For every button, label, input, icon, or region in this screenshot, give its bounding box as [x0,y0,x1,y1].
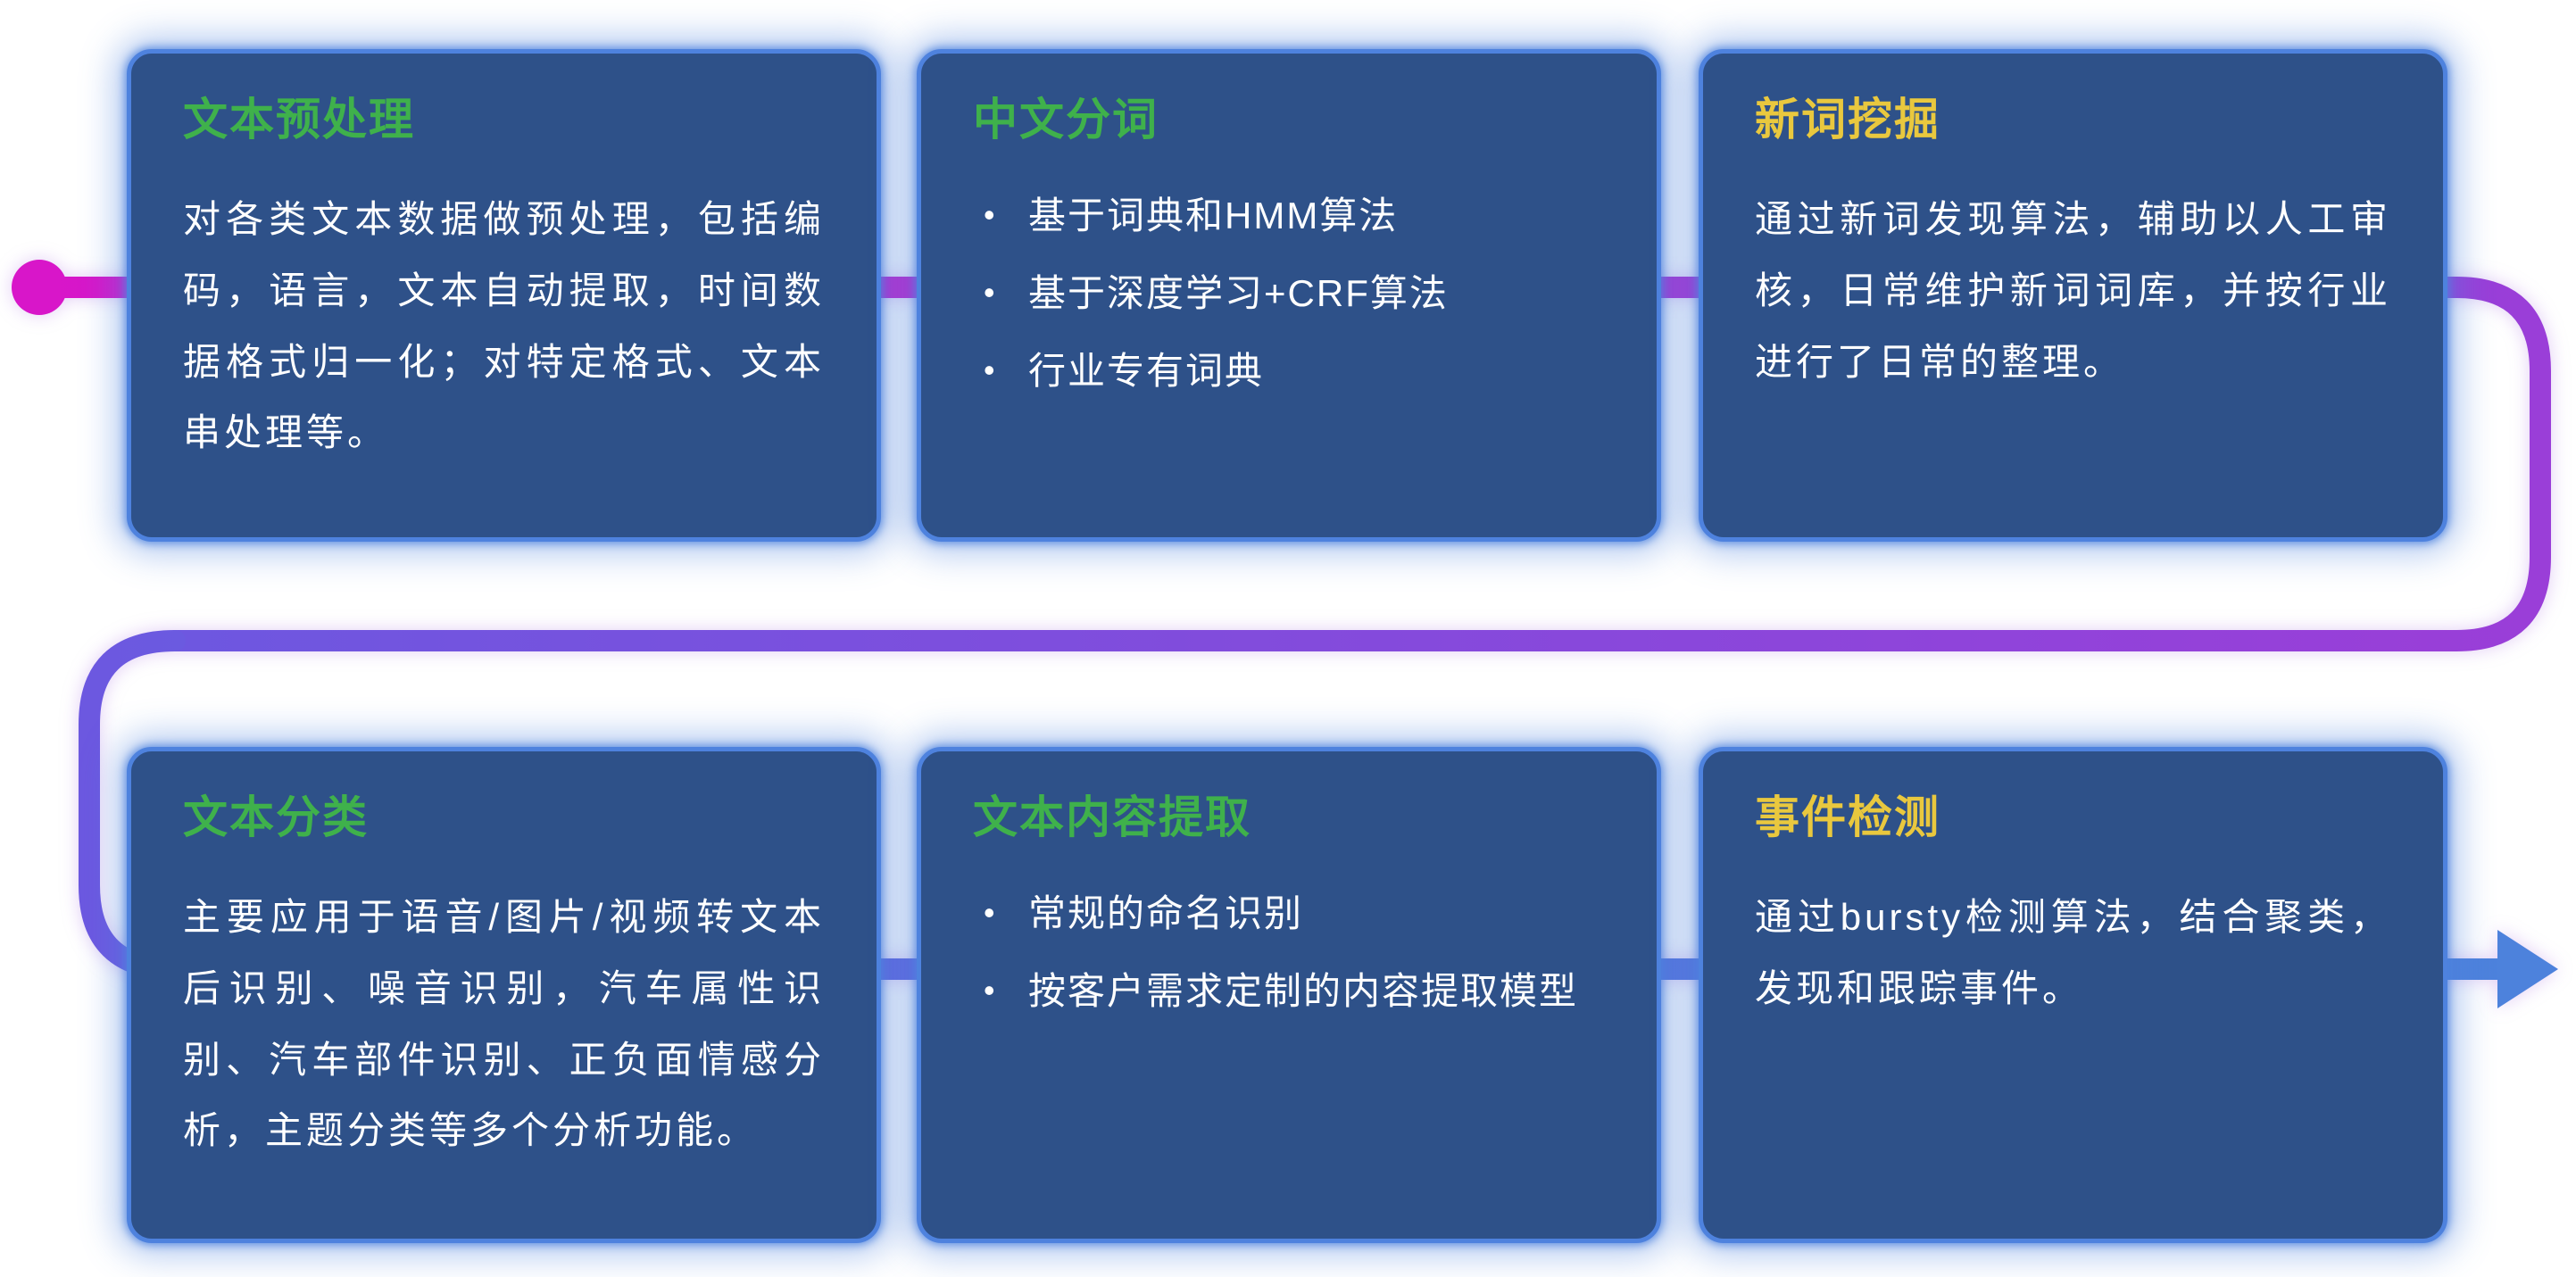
card-bullet-list: 常规的命名识别按客户需求定制的内容提取模型 [973,885,1605,1019]
card-text-preprocessing: 文本预处理 对各类文本数据做预处理，包括编码，语言，文本自动提取，时间数据格式归… [127,49,881,542]
card-event-detection: 事件检测 通过bursty检测算法，结合聚类，发现和跟踪事件。 [1699,747,2447,1243]
card-title: 新词挖掘 [1755,95,1940,145]
flow-end-arrow-icon [2497,930,2558,1008]
bullet-item: 常规的命名识别 [973,885,1605,941]
card-title: 中文分词 [973,95,1159,145]
card-title: 文本分类 [183,792,369,842]
bullet-item: 基于深度学习+CRF算法 [973,265,1605,321]
card-bullet-list: 基于词典和HMM算法基于深度学习+CRF算法行业专有词典 [973,187,1605,399]
card-chinese-word-segmentation: 中文分词 基于词典和HMM算法基于深度学习+CRF算法行业专有词典 [917,49,1661,542]
card-body-text: 对各类文本数据做预处理，包括编码，语言，文本自动提取，时间数据格式归一化；对特定… [183,198,825,454]
card-text-classification: 文本分类 主要应用于语音/图片/视频转文本后识别、噪音识别，汽车属性识别、汽车部… [127,747,881,1243]
card-title: 文本预处理 [183,95,415,145]
card-body-text: 通过bursty检测算法，结合聚类，发现和跟踪事件。 [1755,896,2391,1009]
flow-path-return [164,277,2551,651]
card-text-content-extraction: 文本内容提取 常规的命名识别按客户需求定制的内容提取模型 [917,747,1661,1243]
card-title: 文本内容提取 [973,792,1251,842]
card-new-word-mining: 新词挖掘 通过新词发现算法，辅助以人工审核，日常维护新词词库，并按行业进行了日常… [1699,49,2447,542]
card-body-text: 通过新词发现算法，辅助以人工审核，日常维护新词词库，并按行业进行了日常的整理。 [1755,198,2391,383]
bullet-item: 按客户需求定制的内容提取模型 [973,963,1605,1019]
bullet-item: 基于词典和HMM算法 [973,187,1605,244]
bullet-item: 行业专有词典 [973,343,1605,399]
card-body-text: 主要应用于语音/图片/视频转文本后识别、噪音识别，汽车属性识别、汽车部件识别、正… [183,896,825,1152]
card-title: 事件检测 [1755,792,1940,842]
